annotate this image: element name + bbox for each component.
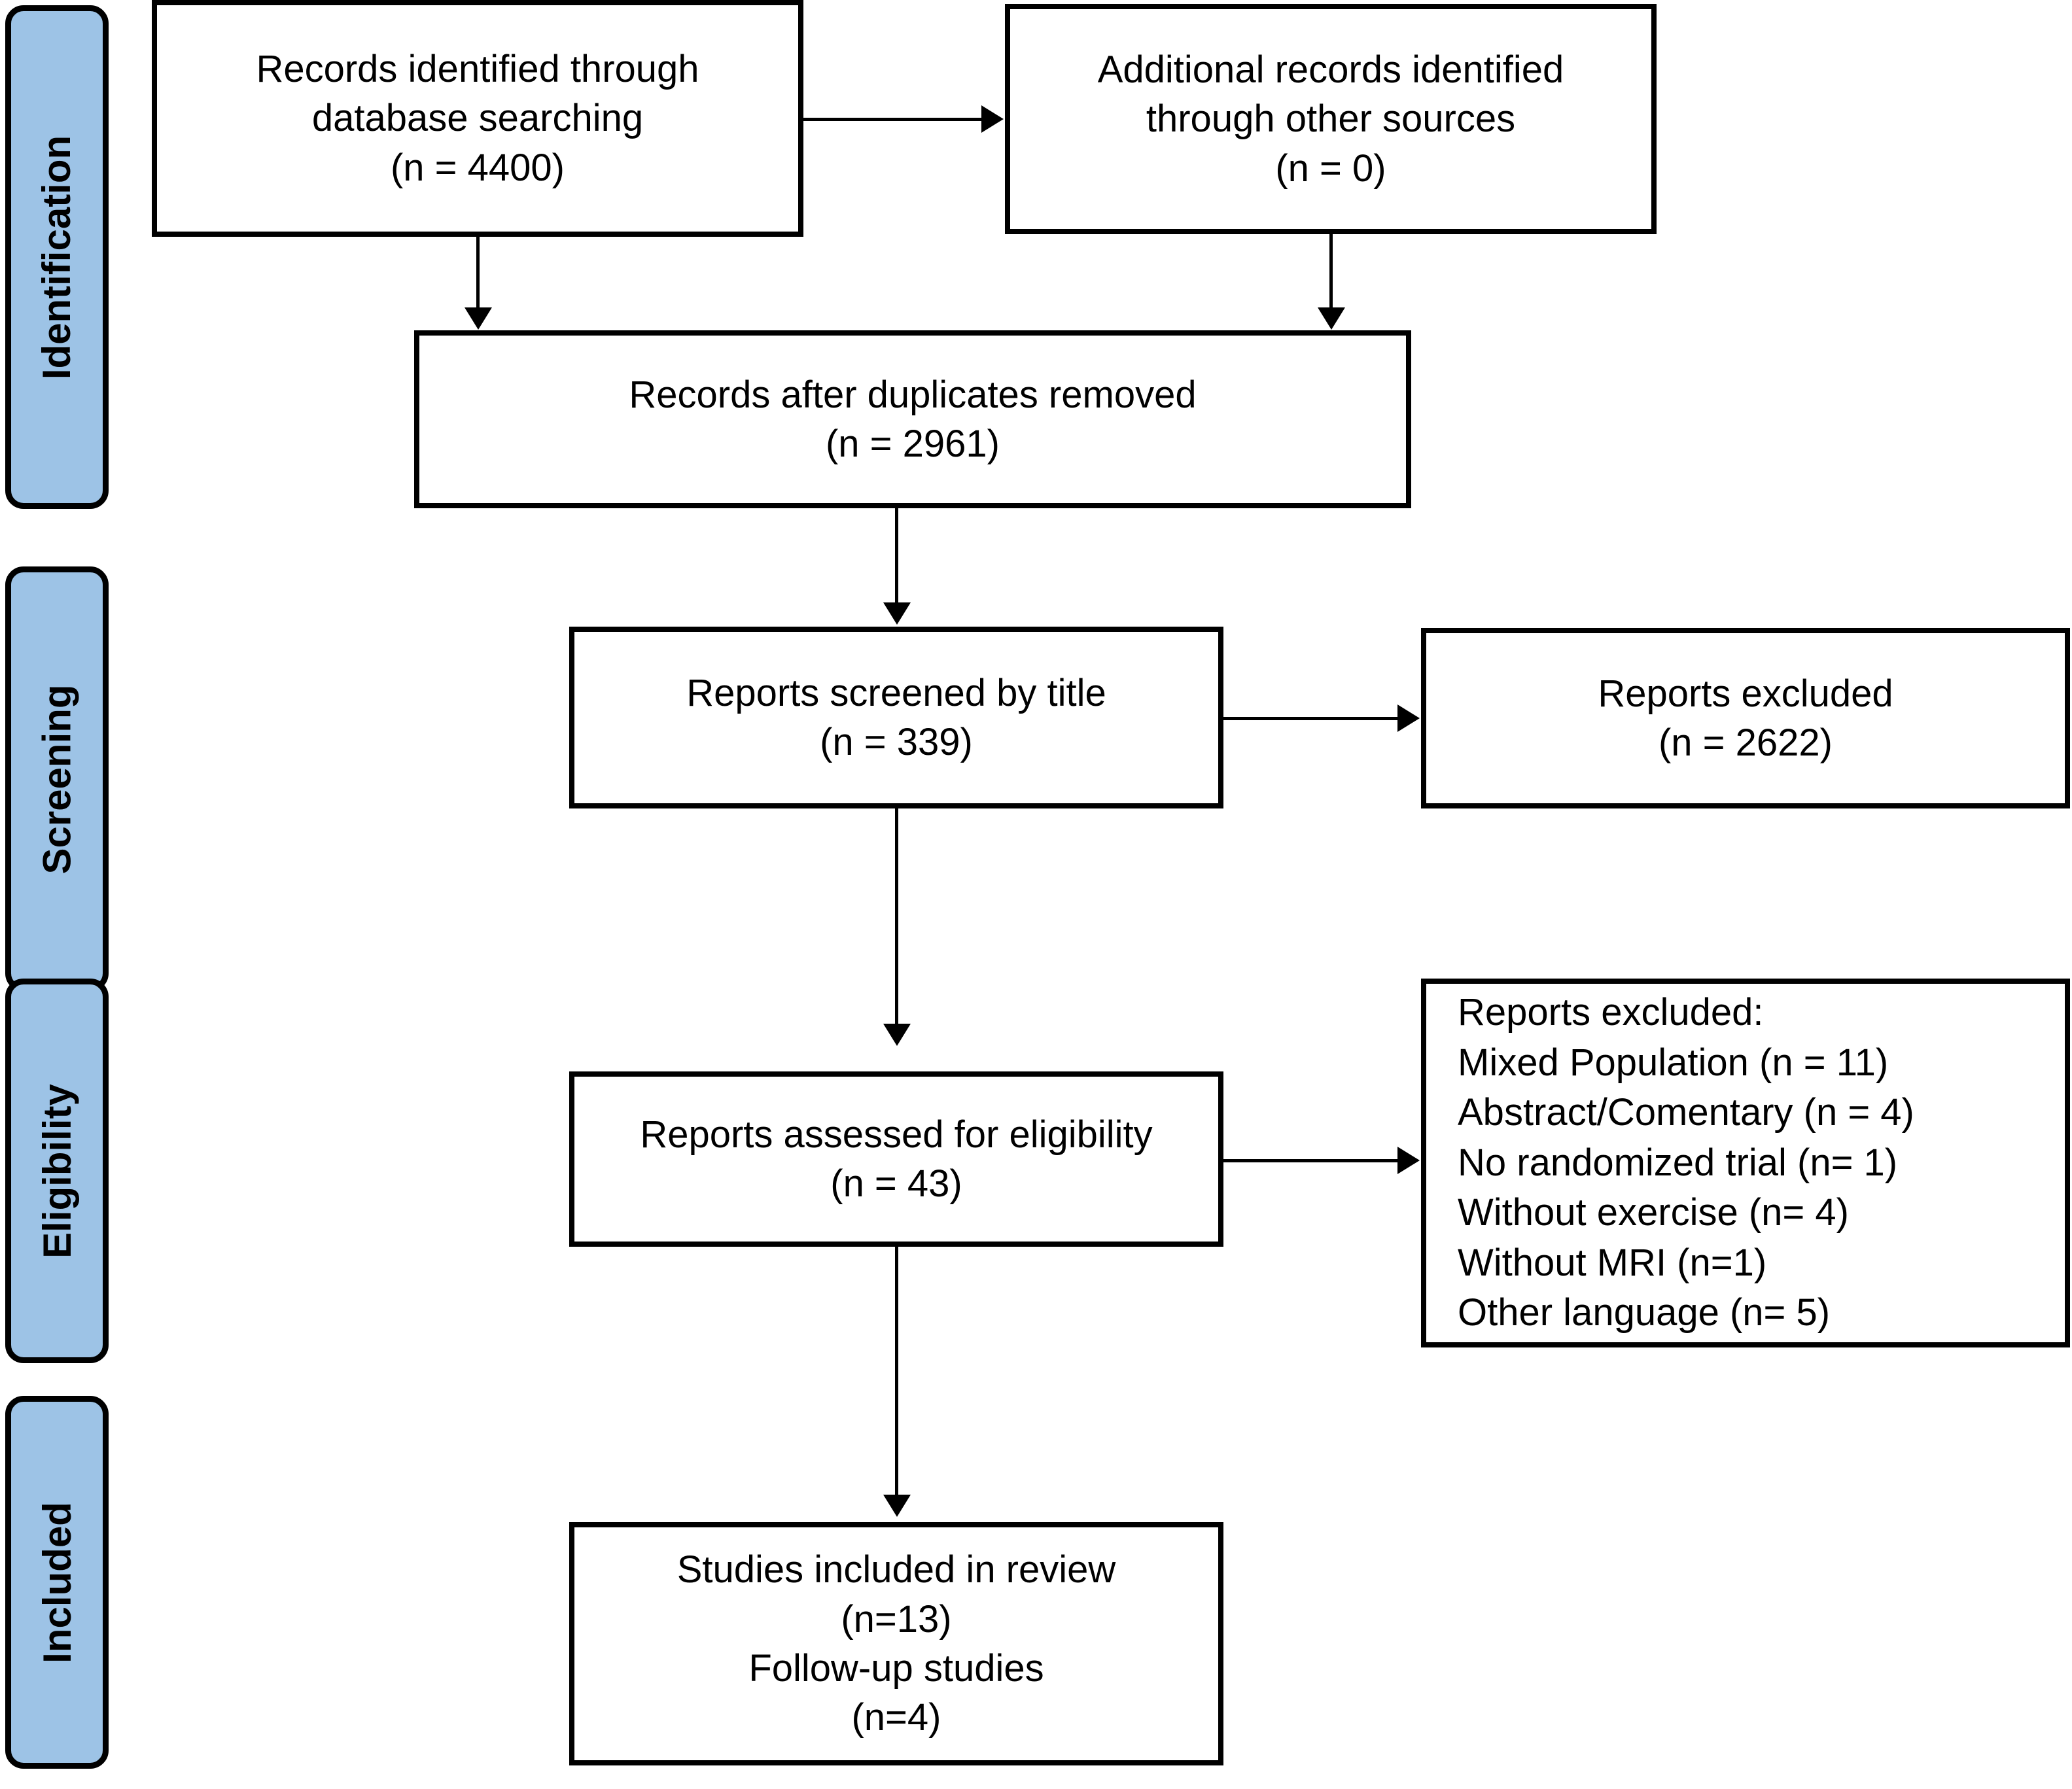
box-additional-records-other-sources-text: Additional records identified through ot… [1097, 48, 1564, 190]
box-reports-excluded-screening-text: Reports excluded (n = 2622) [1598, 672, 1893, 764]
stage-pill-screening: Screening [5, 566, 109, 992]
connector-db-to-dupes-line [476, 237, 480, 310]
box-records-identified-database: Records identified through database sear… [152, 0, 803, 237]
stage-pill-included: Included [5, 1396, 109, 1769]
box-reports-assessed-eligibility: Reports assessed for eligibility (n = 43… [569, 1071, 1223, 1247]
box-studies-included-review: Studies included in review (n=13) Follow… [569, 1522, 1223, 1765]
box-reports-excluded-screening: Reports excluded (n = 2622) [1421, 628, 2070, 808]
stage-label-included: Included [35, 1501, 79, 1663]
connector-screened-to-assessed-arrow [883, 1024, 911, 1046]
connector-assessed-to-included-line [895, 1247, 898, 1497]
connector-db-to-other-arrow [981, 105, 1004, 133]
connector-other-to-dupes-line [1329, 234, 1333, 310]
stage-label-eligibility: Eligibility [35, 1083, 79, 1259]
connector-screened-to-excluded-arrow [1397, 704, 1420, 732]
stage-label-identification: Identification [35, 135, 79, 379]
box-additional-records-other-sources: Additional records identified through ot… [1005, 4, 1657, 234]
connector-screened-to-excluded-line [1223, 717, 1399, 720]
connector-assessed-to-excluded-arrow [1397, 1147, 1420, 1174]
connector-other-to-dupes-arrow [1318, 307, 1345, 330]
connector-dupes-to-screened-arrow [883, 602, 911, 625]
box-reports-excluded-eligibility: Reports excluded: Mixed Population (n = … [1421, 979, 2070, 1347]
box-reports-excluded-eligibility-text: Reports excluded: Mixed Population (n = … [1458, 991, 1914, 1334]
connector-assessed-to-included-arrow [883, 1495, 911, 1517]
box-reports-screened-by-title-text: Reports screened by title (n = 339) [686, 671, 1106, 763]
stage-pill-eligibility: Eligibility [5, 979, 109, 1363]
connector-screened-to-assessed-line [895, 808, 898, 1026]
stage-label-screening: Screening [35, 684, 79, 875]
connector-dupes-to-screened-line [895, 508, 898, 605]
stage-pill-identification: Identification [5, 5, 109, 509]
box-studies-included-review-text: Studies included in review (n=13) Follow… [676, 1548, 1116, 1739]
connector-db-to-dupes-arrow [465, 307, 492, 330]
connector-db-to-other-line [803, 118, 983, 121]
box-records-after-duplicates: Records after duplicates removed (n = 29… [414, 330, 1411, 508]
box-reports-assessed-eligibility-text: Reports assessed for eligibility (n = 43… [640, 1113, 1153, 1205]
box-records-after-duplicates-text: Records after duplicates removed (n = 29… [629, 373, 1197, 465]
box-records-identified-database-text: Records identified through database sear… [256, 47, 699, 189]
connector-assessed-to-excluded-line [1223, 1159, 1399, 1162]
box-reports-screened-by-title: Reports screened by title (n = 339) [569, 627, 1223, 808]
